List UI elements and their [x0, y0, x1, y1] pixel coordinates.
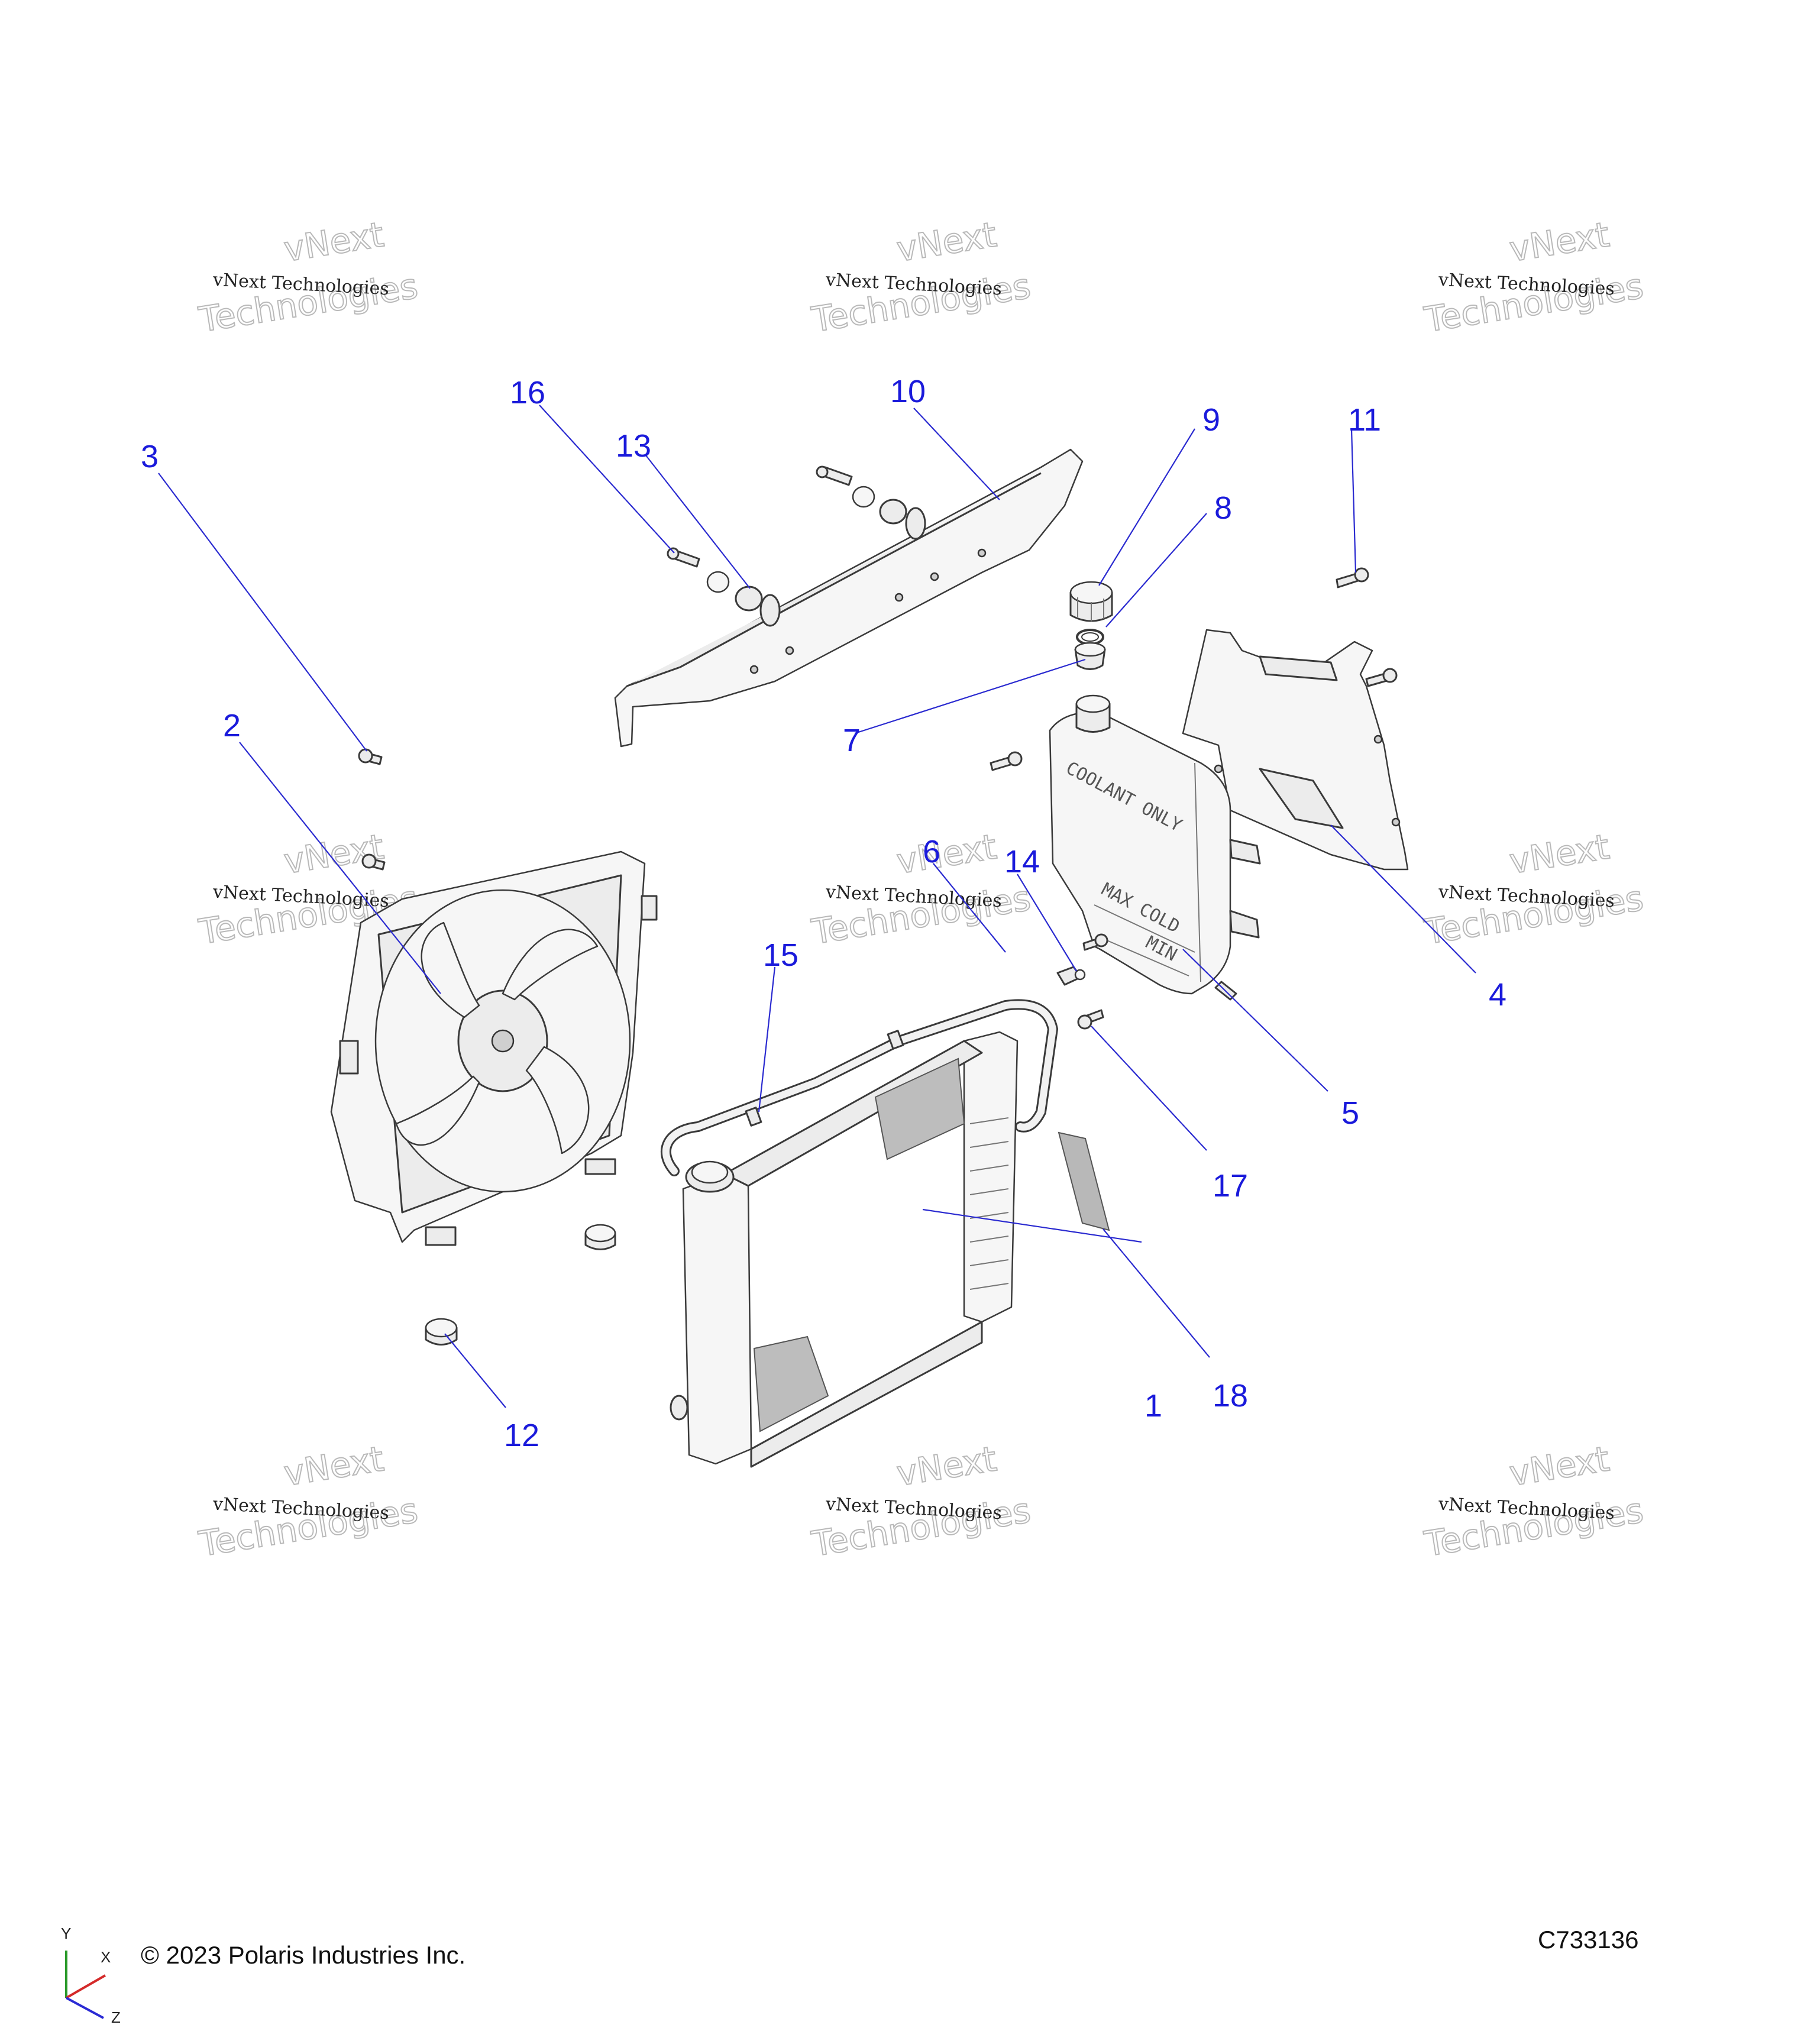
callout-14: 14 [1004, 844, 1040, 879]
watermark: vNext Technologies vNext Technologies [1421, 214, 1647, 341]
leader-1 [922, 1208, 1142, 1243]
decal-part-18 [1058, 1131, 1110, 1231]
leader-lines [158, 405, 1476, 1408]
leader-13 [645, 455, 751, 589]
leader-2 [239, 742, 441, 994]
leader-3 [158, 473, 367, 752]
leader-10 [913, 407, 1000, 500]
watermark-line2: vNext [281, 214, 386, 270]
axis-label-z: Z [111, 2009, 121, 2026]
leader-14 [1017, 874, 1077, 972]
grommet-part-12 [425, 1224, 616, 1346]
callout-15: 15 [763, 937, 798, 973]
screw-part-3 [358, 748, 386, 871]
watermark: vNext Technologies vNext Technologies [808, 1438, 1034, 1565]
leader-6 [933, 863, 1006, 953]
callout-3: 3 [141, 439, 159, 474]
axis-label-y: Y [61, 1925, 71, 1942]
filler-neck-part [1074, 642, 1106, 670]
isolator-set-left [667, 547, 763, 612]
callout-1: 1 [1144, 1388, 1162, 1424]
watermark-line2: vNext [1506, 1438, 1612, 1494]
bolt-part-17 [1077, 1009, 1104, 1030]
leader-16 [539, 405, 675, 554]
watermark-line2: vNext [894, 1438, 999, 1494]
leader-9 [1098, 428, 1195, 586]
callout-6: 6 [923, 834, 940, 869]
callout-17: 17 [1213, 1168, 1248, 1204]
leader-4 [1330, 824, 1476, 974]
callout-5: 5 [1341, 1095, 1359, 1131]
reservoir-bracket-part [1182, 629, 1409, 871]
callout-10: 10 [890, 374, 926, 409]
axis-label-x: X [101, 1948, 111, 1966]
fan-shroud-part [330, 850, 658, 1246]
callout-16: 16 [510, 375, 545, 410]
callout-7: 7 [843, 723, 861, 758]
leader-17 [1091, 1026, 1207, 1151]
leader-18 [1103, 1228, 1210, 1358]
callout-8: 8 [1214, 490, 1232, 526]
callout-18: 18 [1213, 1378, 1248, 1414]
radiator-part [670, 1031, 1019, 1468]
watermark-line2: vNext [281, 1438, 386, 1494]
leader-5 [1182, 949, 1328, 1092]
overflow-hose-part [660, 999, 1059, 1176]
watermark: vNext Technologies vNext Technologies [1421, 826, 1647, 953]
watermark-line2: vNext [894, 214, 999, 270]
leader-12 [444, 1333, 506, 1408]
mounting-bracket-part [614, 448, 1084, 748]
clip-part-14 [1056, 966, 1086, 986]
callout-11: 11 [1348, 402, 1381, 438]
watermark: vNext Technologies vNext Technologies [808, 826, 1034, 953]
leader-7 [854, 658, 1086, 735]
leader-11 [1350, 428, 1357, 573]
callout-12: 12 [504, 1418, 539, 1453]
watermark: vNext Technologies vNext Technologies [195, 214, 421, 341]
isolator-set-right [816, 465, 907, 525]
watermark-line2: vNext [1506, 826, 1612, 882]
radiator-fins [969, 1117, 1009, 1290]
callout-labels: 1 2 3 4 5 6 7 8 9 10 11 12 13 14 15 16 1… [141, 374, 1506, 1453]
o-ring-part [1076, 629, 1104, 645]
watermark-line2: vNext [1506, 214, 1612, 270]
watermark: vNext Technologies vNext Technologies [195, 1438, 421, 1565]
callout-9: 9 [1202, 402, 1220, 438]
watermark: vNext Technologies vNext Technologies [1421, 1438, 1647, 1565]
bolt-part-11 [1336, 567, 1369, 588]
axis-triad-icon: Y X Z [61, 1925, 121, 2026]
callout-2: 2 [223, 708, 241, 743]
coolant-reservoir-part: COOLANT ONLY MAX COLD MIN [990, 694, 1261, 1001]
callout-4: 4 [1489, 977, 1506, 1013]
drawing-id: C733136 [1538, 1926, 1639, 1954]
reservoir-cap-part [1069, 581, 1113, 622]
watermark: vNext Technologies vNext Technologies [808, 214, 1034, 341]
leader-8 [1105, 513, 1207, 628]
callout-13: 13 [616, 428, 651, 464]
leader-15 [758, 966, 776, 1112]
watermark-line2: vNext [894, 826, 999, 882]
copyright-text: © 2023 Polaris Industries Inc. [141, 1941, 466, 1969]
